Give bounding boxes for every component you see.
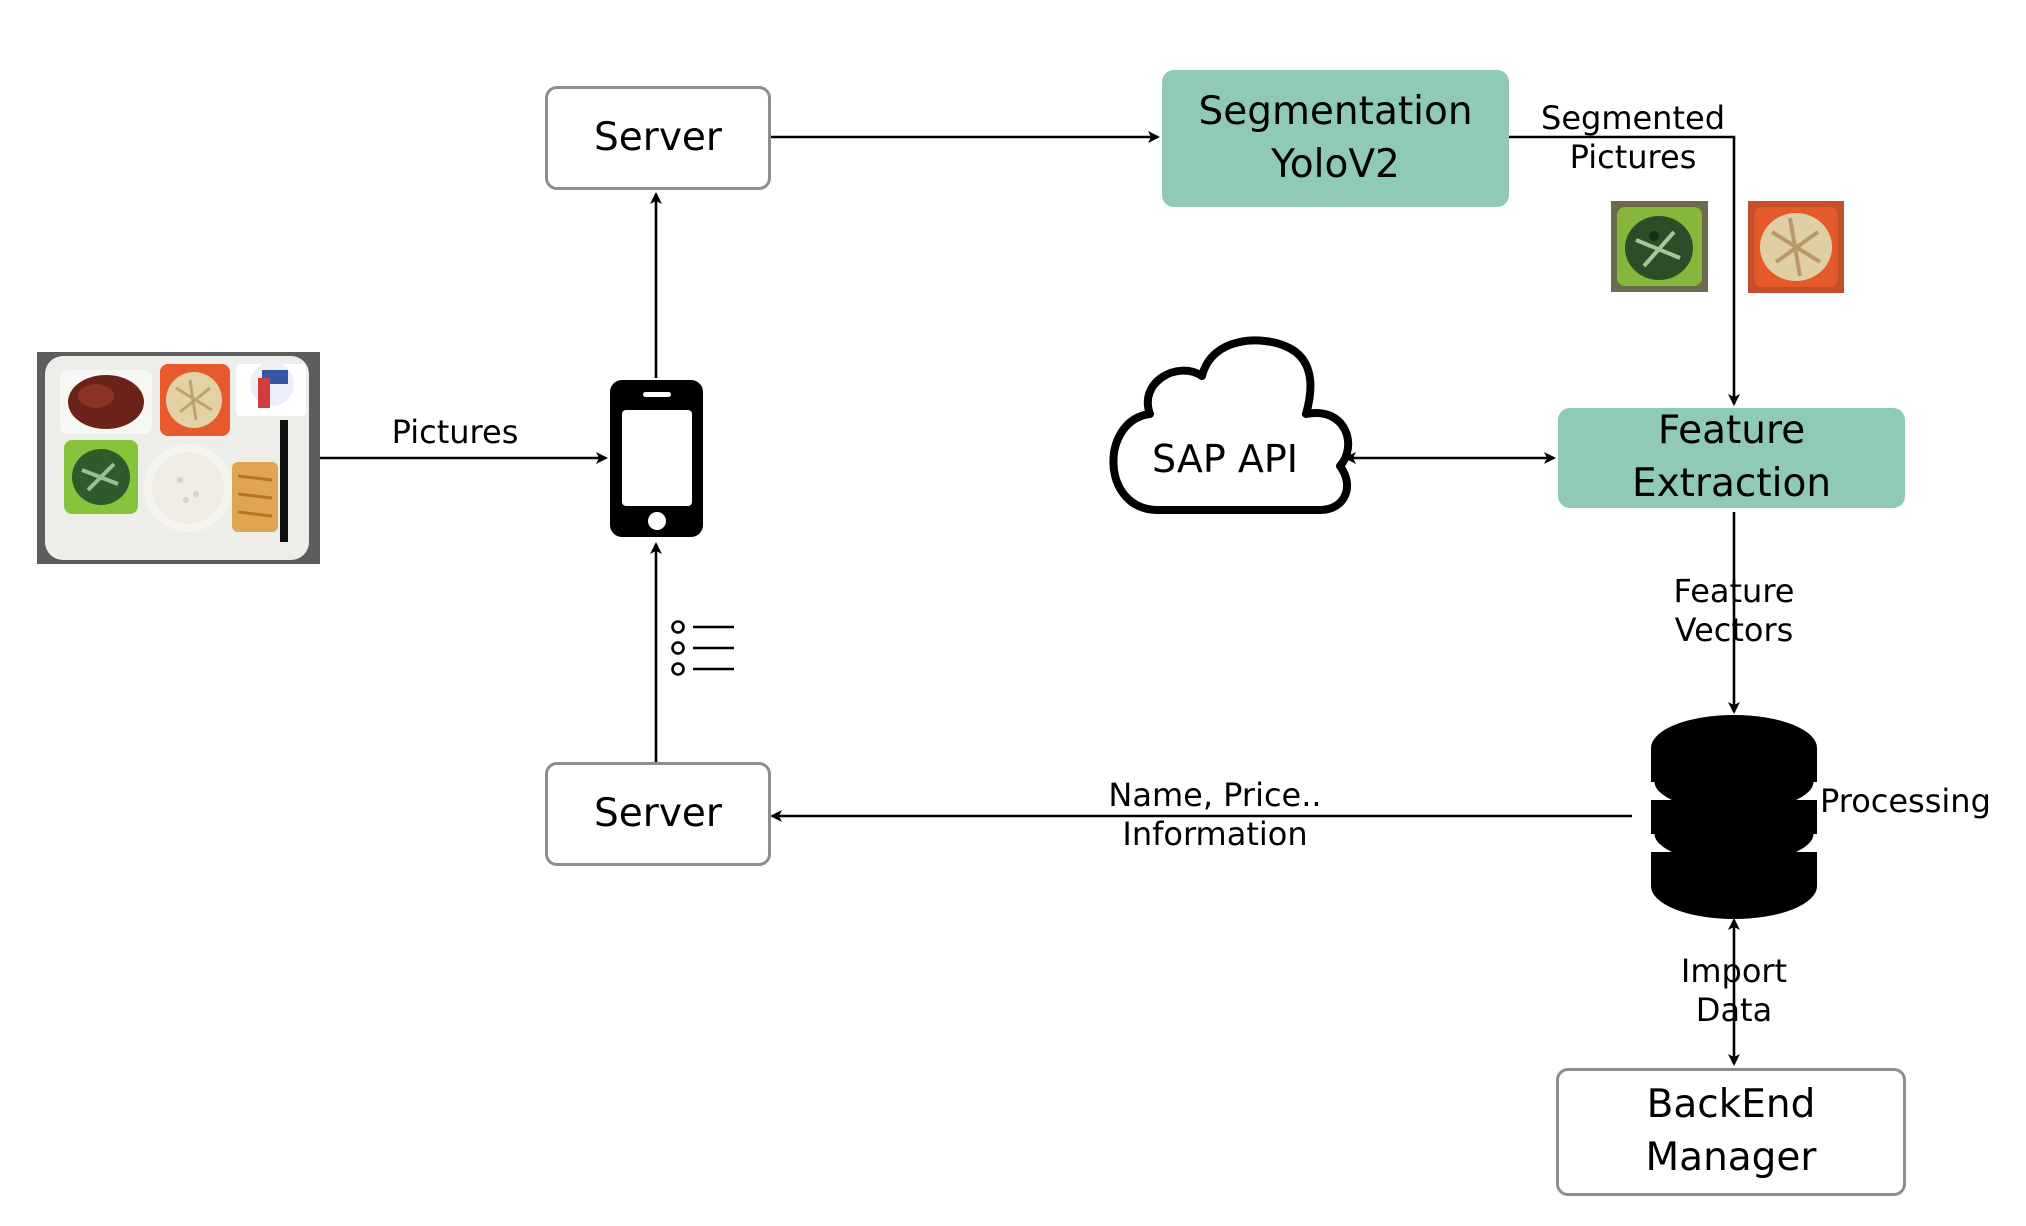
segmented-pictures-line2: Pictures [1569,138,1697,176]
food-crop-image [1611,201,1708,292]
import-data-line1: Import [1680,952,1788,990]
segmentation-label-line2: YoloV2 [1271,141,1400,187]
processing-label: Processing [1820,782,1991,820]
segmentation-label-line1: Segmentation [1198,88,1473,134]
connectors [318,131,1740,1066]
server-top-label: Server [594,114,722,160]
arrow-segmentation-to-feature [1509,135,1740,406]
segmentation-box[interactable]: Segmentation YoloV2 [1162,70,1509,207]
feature-extraction-label: Feature Extraction [1631,408,1832,506]
cloud-icon [1109,336,1353,514]
server-bottom-box[interactable]: Server [545,762,771,866]
feature-vectors-line1: Feature [1673,572,1795,610]
import-data-label: Import Data [1644,952,1824,1030]
food-tray-image [37,352,320,564]
backend-manager-box[interactable]: BackEnd Manager [1556,1068,1906,1196]
name-price-info-label: Name, Price.. Information [1075,776,1355,854]
name-price-info-line2: Information [1122,815,1308,853]
name-price-info-line1: Name, Price.. [1108,776,1322,814]
server-bottom-label: Server [594,790,722,836]
smartphone-icon [610,380,703,537]
segmented-pictures-label: Segmented Pictures [1522,99,1744,177]
server-top-box[interactable]: Server [545,86,771,190]
feature-vectors-label: Feature Vectors [1638,572,1830,650]
feature-vectors-line2: Vectors [1674,611,1794,649]
import-data-line2: Data [1695,991,1773,1029]
list-icon [671,620,734,676]
backend-manager-label-line2: Manager [1645,1135,1817,1180]
pictures-edge-label: Pictures [391,413,519,451]
backend-manager-label-line1: BackEnd [1646,1082,1816,1128]
sap-api-label: SAP API [1152,437,1298,481]
database-icon [1647,715,1821,919]
segmented-pictures-line1: Segmented [1541,99,1725,137]
food-crop-image [1748,201,1844,293]
feature-extraction-box[interactable]: Feature Extraction [1558,408,1905,508]
